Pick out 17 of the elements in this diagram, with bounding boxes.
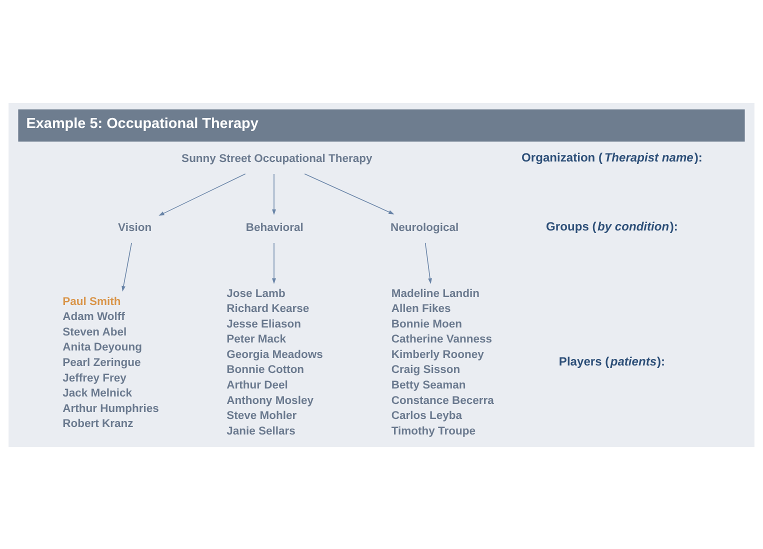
diagram-title: Example 5: Occupational Therapy — [26, 116, 258, 132]
node-text: Sunny Street Occupational Therapy — [182, 152, 372, 164]
arrow — [304, 172, 394, 214]
arrow — [424, 242, 432, 284]
arrow — [122, 242, 132, 292]
label: Groups (by condition): — [546, 218, 678, 233]
arrow — [272, 173, 276, 215]
node-text: Madeline Landin Allen Fikes Bonnie Moen Catherine Vanness Kimberly Rooney Craig Sisson Betty Seaman Constance Becerra Carlos Leyba Timothy Troupe — [391, 287, 494, 437]
arrow — [272, 242, 276, 284]
arrow — [158, 172, 246, 216]
node-text: Behavioral — [246, 221, 304, 234]
node-text: Neurological — [390, 221, 459, 234]
label: Organization (Therapist name): — [522, 150, 702, 164]
node-text: Vision — [118, 221, 152, 234]
label: Players (patients): — [558, 354, 666, 368]
node-text: Jose Lamb Richard Kearse Jesse Eliason Peter Mack Georgia Meadows Bonnie Cotton Arthur Deel Anthony Mosley Steve Mohler Janie Sellars — [226, 287, 323, 437]
node-text: Paul Smith Adam Wolff Steven Abel Anita Deyoung Pearl Zeringue Jeffrey Frey Jack Melnick Arthur Humphries Robert Kranz — [62, 295, 159, 430]
